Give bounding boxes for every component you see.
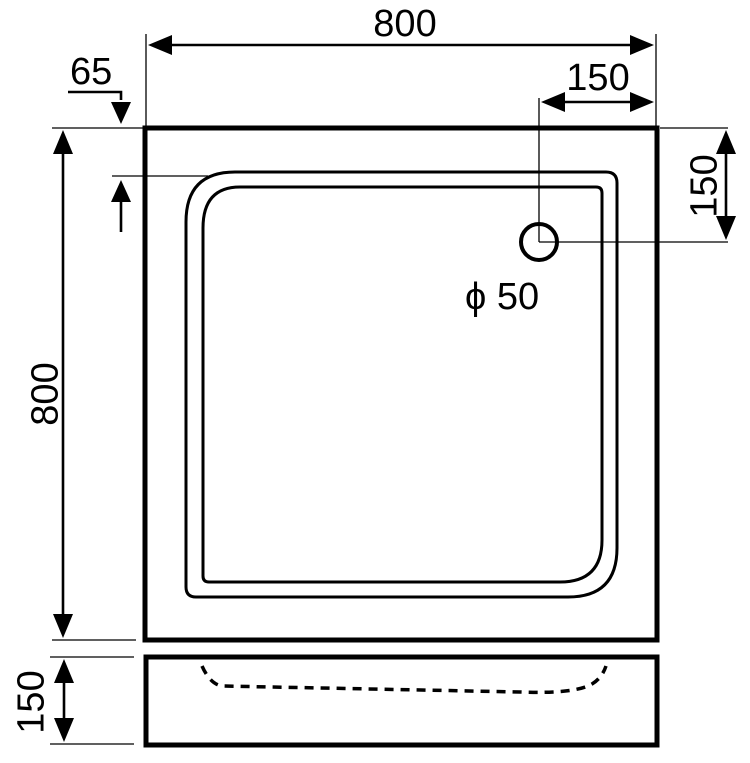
- height-arrow-bottom: [53, 614, 73, 638]
- rim-arrow-down: [111, 102, 131, 124]
- side-height-arrow-bottom: [54, 718, 74, 742]
- drain-y-arrow-bottom: [716, 216, 736, 240]
- width-arrow-right: [630, 35, 654, 55]
- basin-inner-outline: [201, 185, 604, 584]
- rim-arrow-up: [111, 180, 131, 202]
- height-label: 800: [24, 362, 66, 425]
- width-label: 800: [373, 3, 436, 45]
- side-height-label: 150: [10, 670, 52, 733]
- drain-y-label: 150: [683, 154, 725, 217]
- drain-y-arrow-top: [716, 130, 736, 154]
- drain-x-arrow-right: [630, 92, 654, 112]
- rim-label: 65: [70, 51, 112, 93]
- height-arrow-top: [53, 130, 73, 154]
- drain-x-label: 150: [566, 57, 629, 99]
- basin-outer-outline: [184, 170, 619, 599]
- tray-outer-outline: [142, 125, 660, 643]
- width-arrow-left: [148, 35, 172, 55]
- rim-leader-top: [68, 90, 123, 100]
- top-view: ϕ 50 800 800 65 150 150: [24, 3, 736, 643]
- basin-depth-hidden-line: [200, 665, 608, 695]
- side-height-arrow-top: [54, 659, 74, 683]
- tray-side-outline: [143, 654, 660, 748]
- side-view: 150: [10, 654, 660, 748]
- drain-x-arrow-left: [541, 92, 565, 112]
- drain-diameter-label: ϕ 50: [465, 276, 539, 318]
